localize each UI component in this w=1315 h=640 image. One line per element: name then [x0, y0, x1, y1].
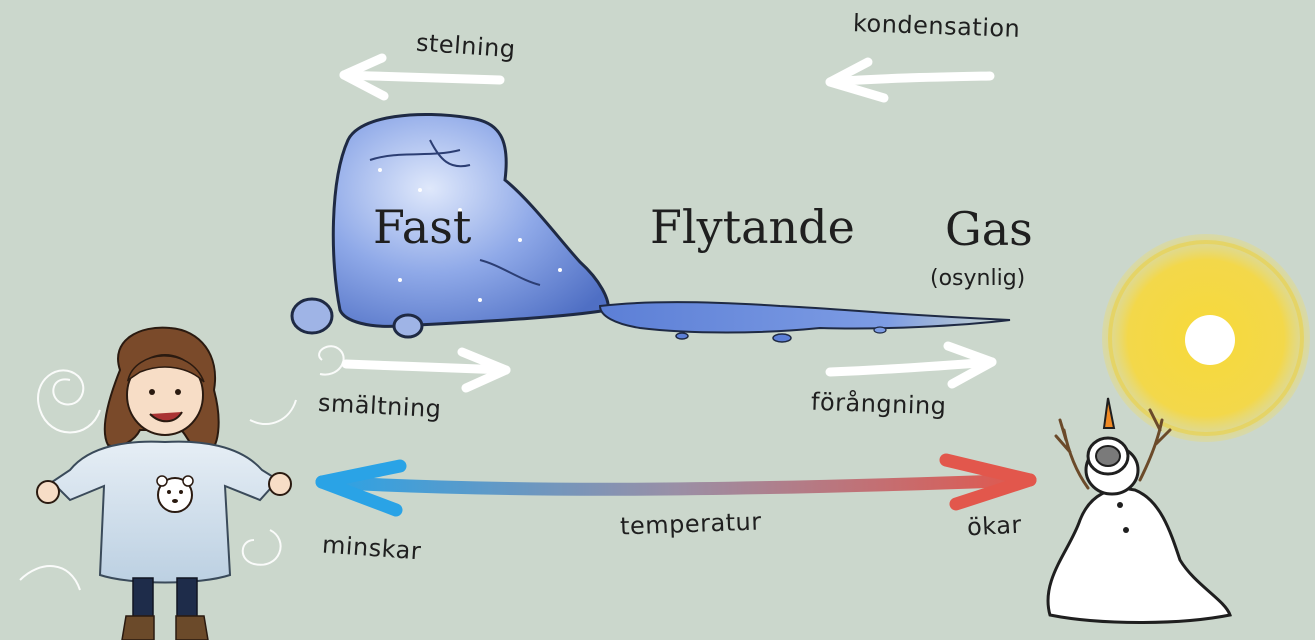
smaltning-arrow [346, 352, 506, 388]
stelning-arrow [344, 58, 500, 96]
fast-label: Fast [373, 204, 471, 250]
kondensation-label: kondensation [853, 11, 1021, 41]
smaltning-label: smältning [317, 391, 442, 421]
temperatur-label: temperatur [620, 510, 762, 539]
forangning-arrow [830, 346, 992, 384]
gas-label: Gas [945, 206, 1033, 252]
forangning-label: förångning [811, 390, 947, 419]
okar-label: ökar [966, 513, 1022, 540]
minskar-label: minskar [321, 533, 422, 564]
flytande-label: Flytande [650, 204, 855, 250]
kondensation-arrow [830, 62, 990, 98]
water-puddle-icon [600, 302, 1010, 342]
osynlig-label: (osynlig) [930, 268, 1025, 290]
stelning-label: stelning [415, 31, 516, 62]
sun-icon [1102, 234, 1310, 442]
temperature-arrow [322, 460, 1030, 510]
